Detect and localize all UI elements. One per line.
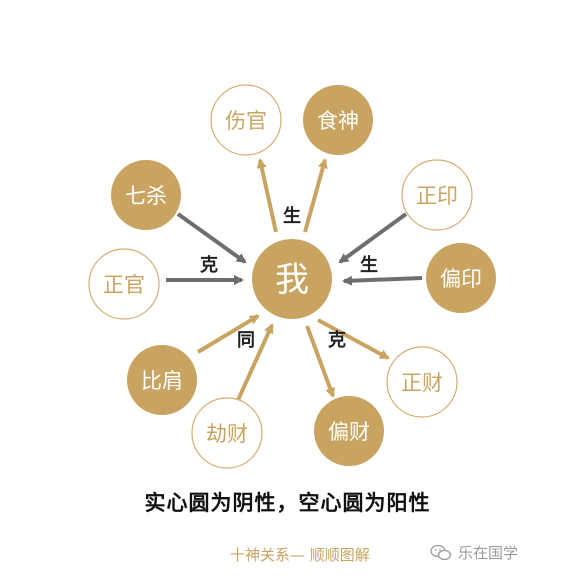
watermark: 乐在国学 (430, 542, 518, 563)
node-pianyin: 偏印 (426, 243, 496, 313)
node-zhengyin: 正印 (401, 159, 473, 231)
node-bijian: 比肩 (127, 345, 197, 415)
node-jiecai: 劫财 (191, 397, 263, 469)
center-node-label: 我 (275, 260, 309, 300)
node-qisha-label: 七杀 (125, 184, 167, 208)
relation-label-ke-in: 克 (200, 254, 218, 276)
arrow-from-bijian (196, 314, 260, 354)
node-zhengcai: 正财 (386, 346, 458, 418)
node-shishen-label: 食神 (317, 109, 359, 133)
node-zhengguan: 正官 (88, 248, 160, 320)
arrow-from-pianyin (342, 275, 423, 286)
relation-label-sheng-in: 生 (360, 254, 378, 276)
relation-label-sheng-out: 生 (283, 205, 301, 227)
legend-caption: 实心圆为阴性，空心圆为阳性 (144, 490, 431, 515)
center-node-wo: 我 (252, 239, 332, 319)
arrow-from-jiecai (236, 323, 274, 401)
arrow-to-shangguan (256, 158, 278, 233)
node-shangguan-label: 伤官 (225, 109, 267, 133)
watermark-text: 乐在国学 (458, 544, 519, 562)
node-bijian-label: 比肩 (141, 369, 183, 393)
node-piancai: 偏财 (314, 396, 384, 466)
node-jiecai-label: 劫财 (206, 422, 248, 446)
arrow-from-zhengyin (338, 212, 408, 264)
footer-credit: 十神关系— 顺顺图解 (230, 546, 370, 564)
arrow-from-qisha (176, 212, 247, 264)
node-zhengguan-label: 正官 (103, 273, 145, 297)
node-qisha: 七杀 (111, 160, 181, 230)
node-piancai-label: 偏财 (328, 420, 370, 444)
node-shishen: 食神 (303, 85, 373, 155)
node-zhengyin-label: 正印 (416, 184, 458, 208)
node-shangguan: 伤官 (210, 84, 282, 156)
relation-label-tong: 同 (237, 330, 255, 351)
arrow-to-zhengcai (317, 318, 390, 360)
wechat-icon (430, 544, 452, 560)
arrow-to-shishen (303, 158, 328, 233)
relation-label-ke-out: 克 (328, 329, 346, 351)
node-zhengcai-label: 正财 (401, 371, 443, 395)
arrow-to-piancai (305, 325, 335, 398)
node-pianyin-label: 偏印 (440, 267, 482, 291)
